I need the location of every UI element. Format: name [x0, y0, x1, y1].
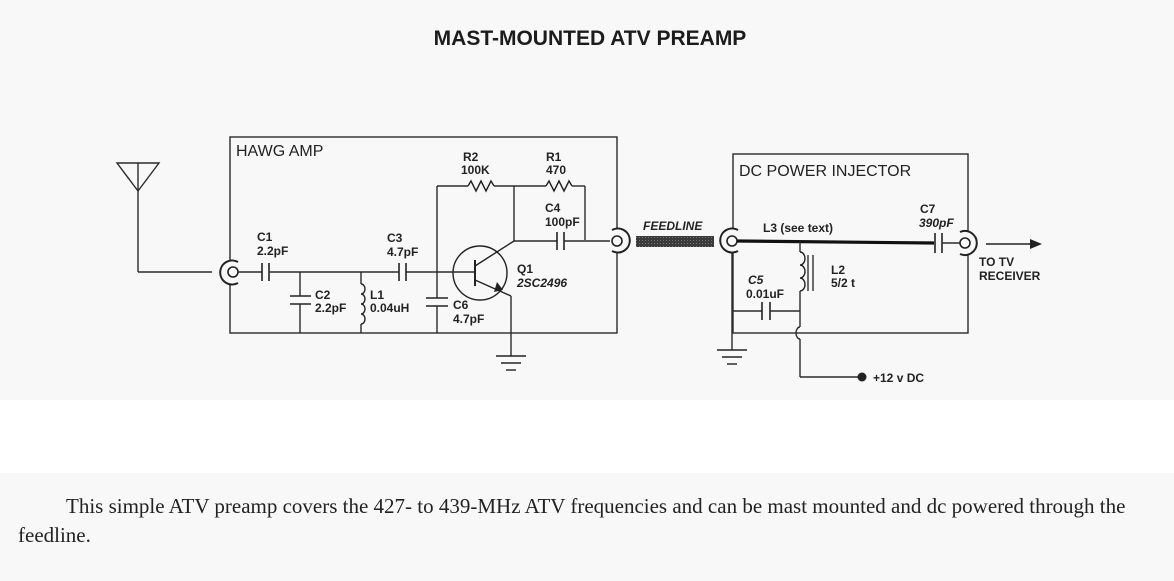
r2-name: R2	[463, 150, 479, 164]
resistor-r2	[467, 179, 495, 193]
c2-name: C2	[315, 288, 331, 302]
c5-name: C5	[748, 273, 764, 287]
c7-value: 390pF	[919, 216, 954, 230]
l2-name: L2	[831, 263, 845, 277]
r2-value: 100K	[461, 163, 490, 177]
c4-name: C4	[545, 201, 561, 215]
capacitor-c6	[426, 297, 448, 307]
rf-output-connector-icon	[959, 230, 978, 256]
injector-input-connector-icon	[719, 227, 739, 254]
output-label-line1: TO TV	[979, 255, 1014, 269]
power-terminal-icon	[857, 372, 867, 382]
capacitor-c4	[556, 232, 565, 250]
resistor-r1	[545, 179, 573, 193]
capacitor-c2	[290, 295, 311, 305]
hawg-amp-label: HAWG AMP	[236, 143, 323, 160]
figure-caption: This simple ATV preamp covers the 427- t…	[18, 494, 1126, 547]
l1-value: 0.04uH	[370, 301, 409, 315]
c1-value: 2.2pF	[257, 244, 288, 258]
c6-value: 4.7pF	[453, 312, 484, 326]
inductor-l2	[799, 251, 806, 292]
l2-value: 5/2 t	[831, 276, 855, 290]
feedline-cable	[636, 236, 714, 247]
arrow-right-icon	[986, 239, 1042, 249]
c3-value: 4.7pF	[387, 245, 418, 259]
l3-label: L3 (see text)	[763, 221, 833, 235]
r1-name: R1	[546, 150, 562, 164]
diagram-title: MAST-MOUNTED ATV PREAMP	[433, 27, 747, 50]
capacitor-c5	[761, 302, 771, 320]
inductor-l3-line	[736, 239, 935, 245]
capacitor-c1	[261, 263, 270, 281]
transistor-q1-icon	[452, 240, 515, 301]
injector-ground-icon	[717, 349, 747, 365]
q1-value: 2SC2496	[516, 276, 567, 290]
feedline-label: FEEDLINE	[643, 219, 703, 233]
dc-injector-label: DC POWER INJECTOR	[739, 163, 911, 180]
r1-value: 470	[546, 163, 566, 177]
antenna-icon	[115, 162, 212, 273]
c3-name: C3	[387, 231, 403, 245]
input-connector-icon	[219, 259, 239, 286]
capacitor-c3	[398, 263, 407, 281]
c2-value: 2.2pF	[315, 301, 346, 315]
caption-panel	[0, 473, 1174, 581]
c4-value: 100pF	[545, 215, 580, 229]
inductor-l1	[360, 283, 366, 325]
q1-name: Q1	[517, 262, 533, 276]
amp-output-connector-icon	[611, 227, 631, 254]
capacitor-c7	[934, 233, 943, 253]
output-label-line2: RECEIVER	[979, 269, 1041, 283]
ground-icon	[496, 355, 526, 371]
c5-value: 0.01uF	[746, 287, 784, 301]
c7-name: C7	[920, 202, 936, 216]
c1-name: C1	[257, 230, 273, 244]
c6-name: C6	[453, 298, 469, 312]
l1-name: L1	[370, 288, 384, 302]
power-label: +12 v DC	[873, 371, 924, 385]
schematic: HAWG AMP C1 2.2pF C2 2.2pF L1 0.04uH C3 …	[115, 136, 1042, 385]
